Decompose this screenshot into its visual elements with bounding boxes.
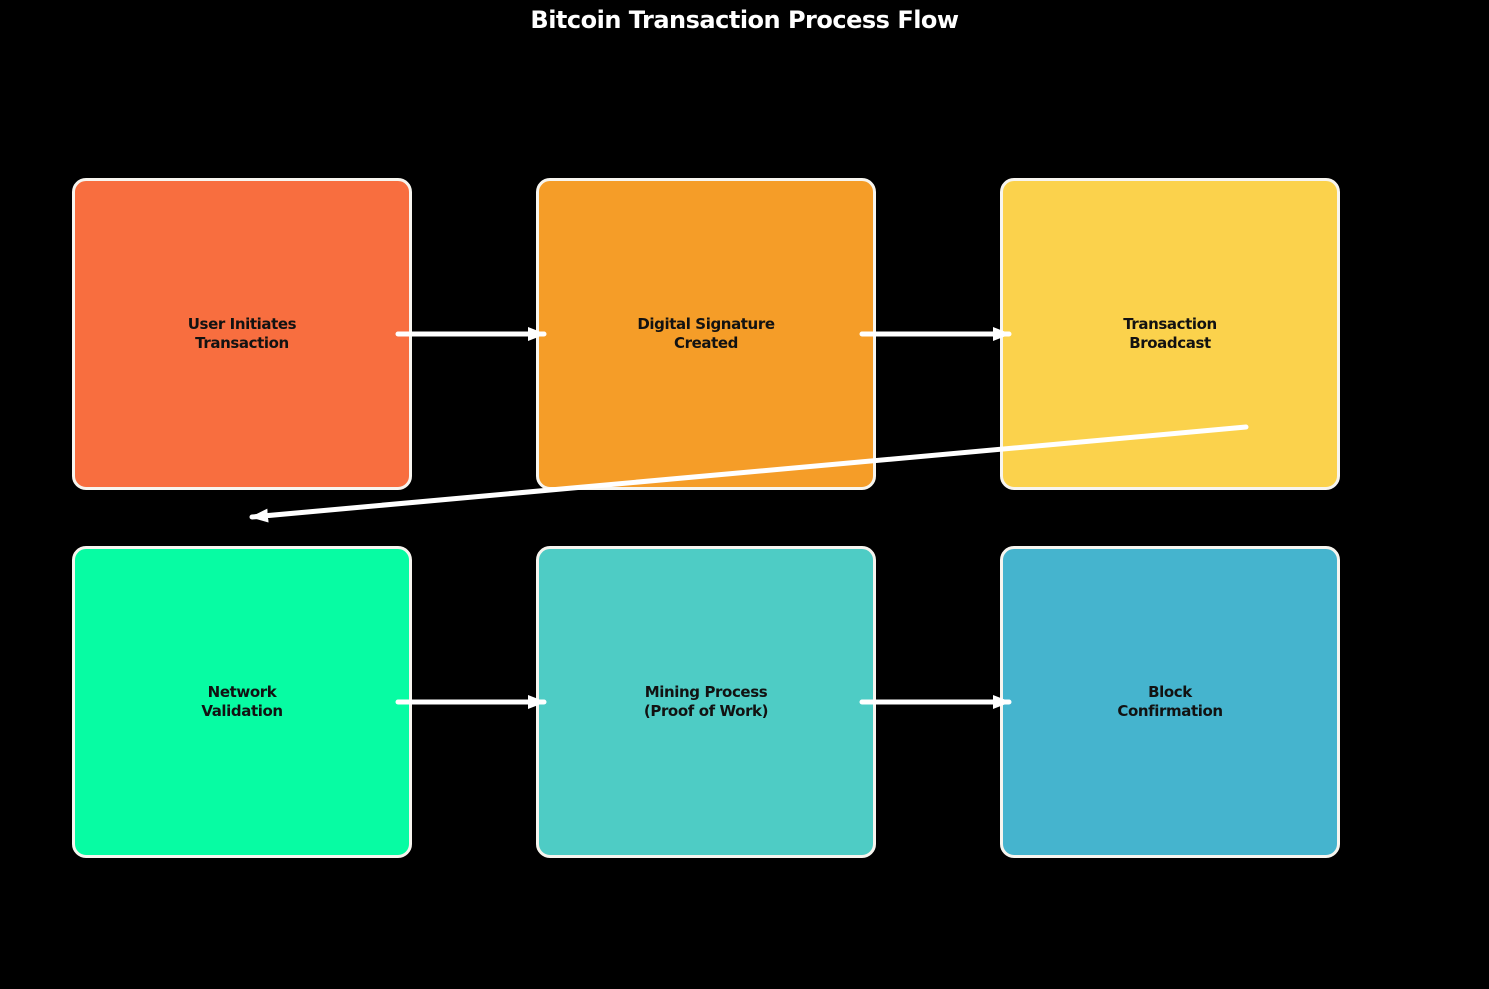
node-network-validation: Network Validation [72, 546, 412, 858]
node-user-initiates-transaction: User Initiates Transaction [72, 178, 412, 490]
node-transaction-broadcast: Transaction Broadcast [1000, 178, 1340, 490]
node-mining-process: Mining Process (Proof of Work) [536, 546, 876, 858]
node-label-network-validation: Network Validation [201, 683, 283, 720]
diagram-title: Bitcoin Transaction Process Flow [530, 6, 959, 34]
node-label-block-confirmation: Block Confirmation [1117, 683, 1223, 720]
node-label-user-initiates-transaction: User Initiates Transaction [187, 315, 297, 352]
node-label-mining-process: Mining Process (Proof of Work) [643, 683, 769, 720]
node-label-transaction-broadcast: Transaction Broadcast [1123, 315, 1217, 352]
node-block-confirmation: Block Confirmation [1000, 546, 1340, 858]
node-label-digital-signature-created: Digital Signature Created [637, 315, 775, 352]
node-digital-signature-created: Digital Signature Created [536, 178, 876, 490]
